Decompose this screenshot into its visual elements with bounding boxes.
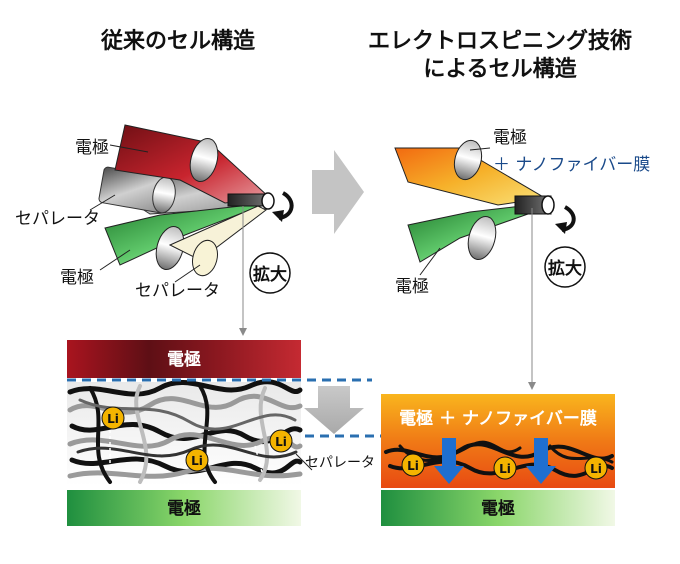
left-top-electrode-bar [67, 340, 301, 378]
li-ion-left-1-label: Li [107, 412, 119, 426]
magnify-circle-left [249, 252, 291, 294]
magnify-label-left: 拡大 [253, 264, 287, 285]
ion-path-2 [254, 445, 263, 473]
label-electrode-bottom-right: 電極 [395, 277, 429, 297]
li-ion-left-2-label: Li [275, 435, 287, 449]
title-line-2: によるセル構造 [423, 57, 577, 82]
left-bottom-electrode-label: 電極 [167, 498, 201, 519]
title-line-1: エレクトロスピニング技術 [367, 29, 632, 54]
li-ion-right-1-label: Li [407, 459, 419, 473]
left-roll-assembly: 拡大 [89, 124, 294, 294]
li-ion-left-2: Li [269, 429, 293, 453]
electrode-roll-top [189, 137, 219, 183]
left-bottom-electrode-bar [67, 490, 301, 526]
li-ion-left-3-label: Li [191, 454, 203, 468]
label-electrode-bottom: 電極 [60, 268, 94, 288]
right-roll-assembly: 拡大 [394, 139, 586, 288]
right-cell-section: 電極 ＋ ナノファイバー膜 Li Li Li 電極 [381, 394, 615, 526]
li-ion-right-1: Li [401, 453, 425, 477]
li-ion-right-2: Li [493, 456, 517, 480]
li-ion-right-3-label: Li [590, 462, 602, 476]
ion-flow-arrow-left-icon [434, 438, 464, 484]
separator-sheet-bottom [168, 205, 267, 261]
separator-roll-bottom [192, 239, 218, 277]
label-electrode-right: 電極 [493, 128, 527, 148]
leader-cell-separator [295, 453, 313, 471]
ion-flow-arrow-right-icon [526, 438, 556, 484]
right-bottom-electrode-label: 電極 [481, 498, 515, 519]
nanofiber-roll [453, 139, 483, 181]
title-conventional-cell: 従来のセル構造 [100, 29, 255, 54]
label-electrode-top: 電極 [75, 138, 109, 158]
li-ion-right-3: Li [584, 456, 608, 480]
label-separator-left: セパレータ [15, 209, 100, 229]
thickness-reduction-arrow-icon [304, 386, 364, 434]
rotation-arrow-head-icon [272, 210, 284, 222]
title-electrospinning-cell: エレクトロスピニング技術 によるセル構造 [330, 28, 670, 84]
electrode-roll-right [467, 215, 497, 261]
right-top-composite-label: 電極 ＋ ナノファイバー膜 [399, 408, 597, 429]
magnify-label-right: 拡大 [548, 258, 582, 279]
li-ion-left-3: Li [185, 448, 209, 472]
leader-electrode-right [419, 247, 441, 276]
left-cell-section: 電極 Li Li Li [67, 340, 303, 526]
leader-electrode-top [109, 144, 149, 153]
transition-arrow-icon [312, 150, 364, 234]
cell-separator-label: セパレータ [305, 455, 375, 471]
winding-core [261, 192, 275, 210]
leader-electrode-bottom [99, 249, 131, 271]
rotation-arrow-right-head-icon [555, 222, 567, 234]
leader-separator-bottom [174, 264, 201, 283]
leader-separator-left [89, 194, 116, 211]
label-nanofiber: ＋ ナノファイバー膜 [493, 155, 650, 175]
li-ion-left-1: Li [101, 406, 125, 430]
li-ion-right-2-label: Li [499, 462, 511, 476]
winding-core-right [541, 195, 555, 215]
magnify-circle-right [544, 246, 586, 288]
leader-nanofiber [469, 147, 491, 151]
left-top-electrode-label: 電極 [167, 349, 201, 370]
label-separator-bottom: セパレータ [135, 281, 220, 301]
right-bottom-electrode-bar [381, 490, 615, 526]
